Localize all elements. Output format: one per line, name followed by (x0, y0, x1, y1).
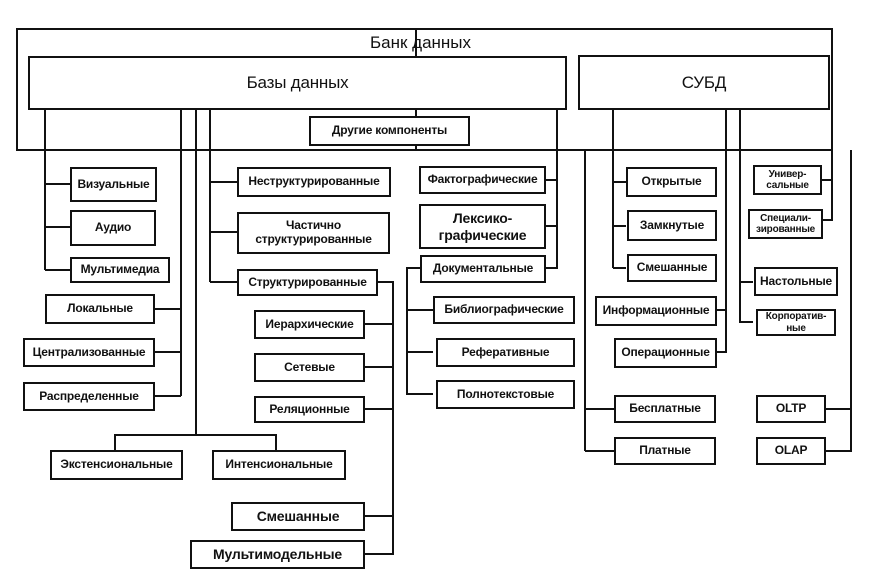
documental-trunk (406, 267, 433, 395)
box-extensional[interactable]: Экстенсиональные (50, 450, 183, 480)
box-factographic[interactable]: Фактографические (419, 166, 546, 194)
box-distributed[interactable]: Распределенные (23, 382, 155, 411)
bank-frame (17, 28, 833, 151)
box-operational[interactable]: Операционные (614, 338, 717, 368)
bank-title: Банк данных (370, 33, 472, 52)
processing-trunk (826, 150, 852, 452)
other-components-box[interactable]: Другие компоненты (309, 116, 470, 146)
box-specialized[interactable]: Специали- зированные (748, 209, 823, 239)
box-multimedia[interactable]: Мультимедиа (70, 257, 170, 283)
box-visual[interactable]: Визуальные (70, 167, 157, 202)
box-desktop[interactable]: Настольные (754, 267, 838, 296)
content-trunk (546, 110, 558, 269)
box-open[interactable]: Открытые (626, 167, 717, 197)
box-local[interactable]: Локальные (45, 294, 155, 324)
generality-trunk (823, 180, 833, 221)
box-semistructured[interactable]: Частично структурированные (237, 212, 390, 254)
model-trunk (365, 281, 394, 555)
box-lexicographic[interactable]: Лексико- графические (419, 204, 546, 249)
box-universal[interactable]: Универ- сальные (753, 165, 822, 195)
box-hierarchical[interactable]: Иерархические (254, 310, 365, 339)
dbms-box[interactable]: СУБД (578, 55, 830, 110)
box-multimodel[interactable]: Мультимодельные (190, 540, 365, 569)
box-documental[interactable]: Документальные (420, 255, 546, 283)
box-abstract[interactable]: Реферативные (436, 338, 575, 367)
scale-trunk (739, 110, 753, 323)
box-closed[interactable]: Замкнутые (627, 210, 717, 241)
box-corporate[interactable]: Корпоратив- ные (756, 309, 836, 336)
box-mixed-models[interactable]: Смешанные (231, 502, 365, 531)
box-intensional[interactable]: Интенсиональные (212, 450, 346, 480)
box-audio[interactable]: Аудио (70, 210, 156, 246)
purpose-trunk (717, 110, 727, 353)
box-unstructured[interactable]: Неструктурированные (237, 167, 391, 197)
box-structured[interactable]: Структурированные (237, 269, 378, 296)
box-oltp[interactable]: OLTP (756, 395, 826, 423)
box-bibliographic[interactable]: Библиографические (433, 296, 575, 324)
box-relational[interactable]: Реляционные (254, 396, 365, 423)
box-centralized[interactable]: Централизованные (23, 338, 155, 367)
databases-box[interactable]: Базы данных (28, 56, 567, 110)
box-free[interactable]: Бесплатные (614, 395, 716, 423)
box-olap[interactable]: OLAP (756, 437, 826, 465)
box-paid[interactable]: Платные (614, 437, 716, 465)
box-network[interactable]: Сетевые (254, 353, 365, 382)
box-mixed-dbms[interactable]: Смешанные (627, 254, 717, 282)
box-fulltext[interactable]: Полнотекстовые (436, 380, 575, 409)
box-informational[interactable]: Информационные (595, 296, 717, 326)
